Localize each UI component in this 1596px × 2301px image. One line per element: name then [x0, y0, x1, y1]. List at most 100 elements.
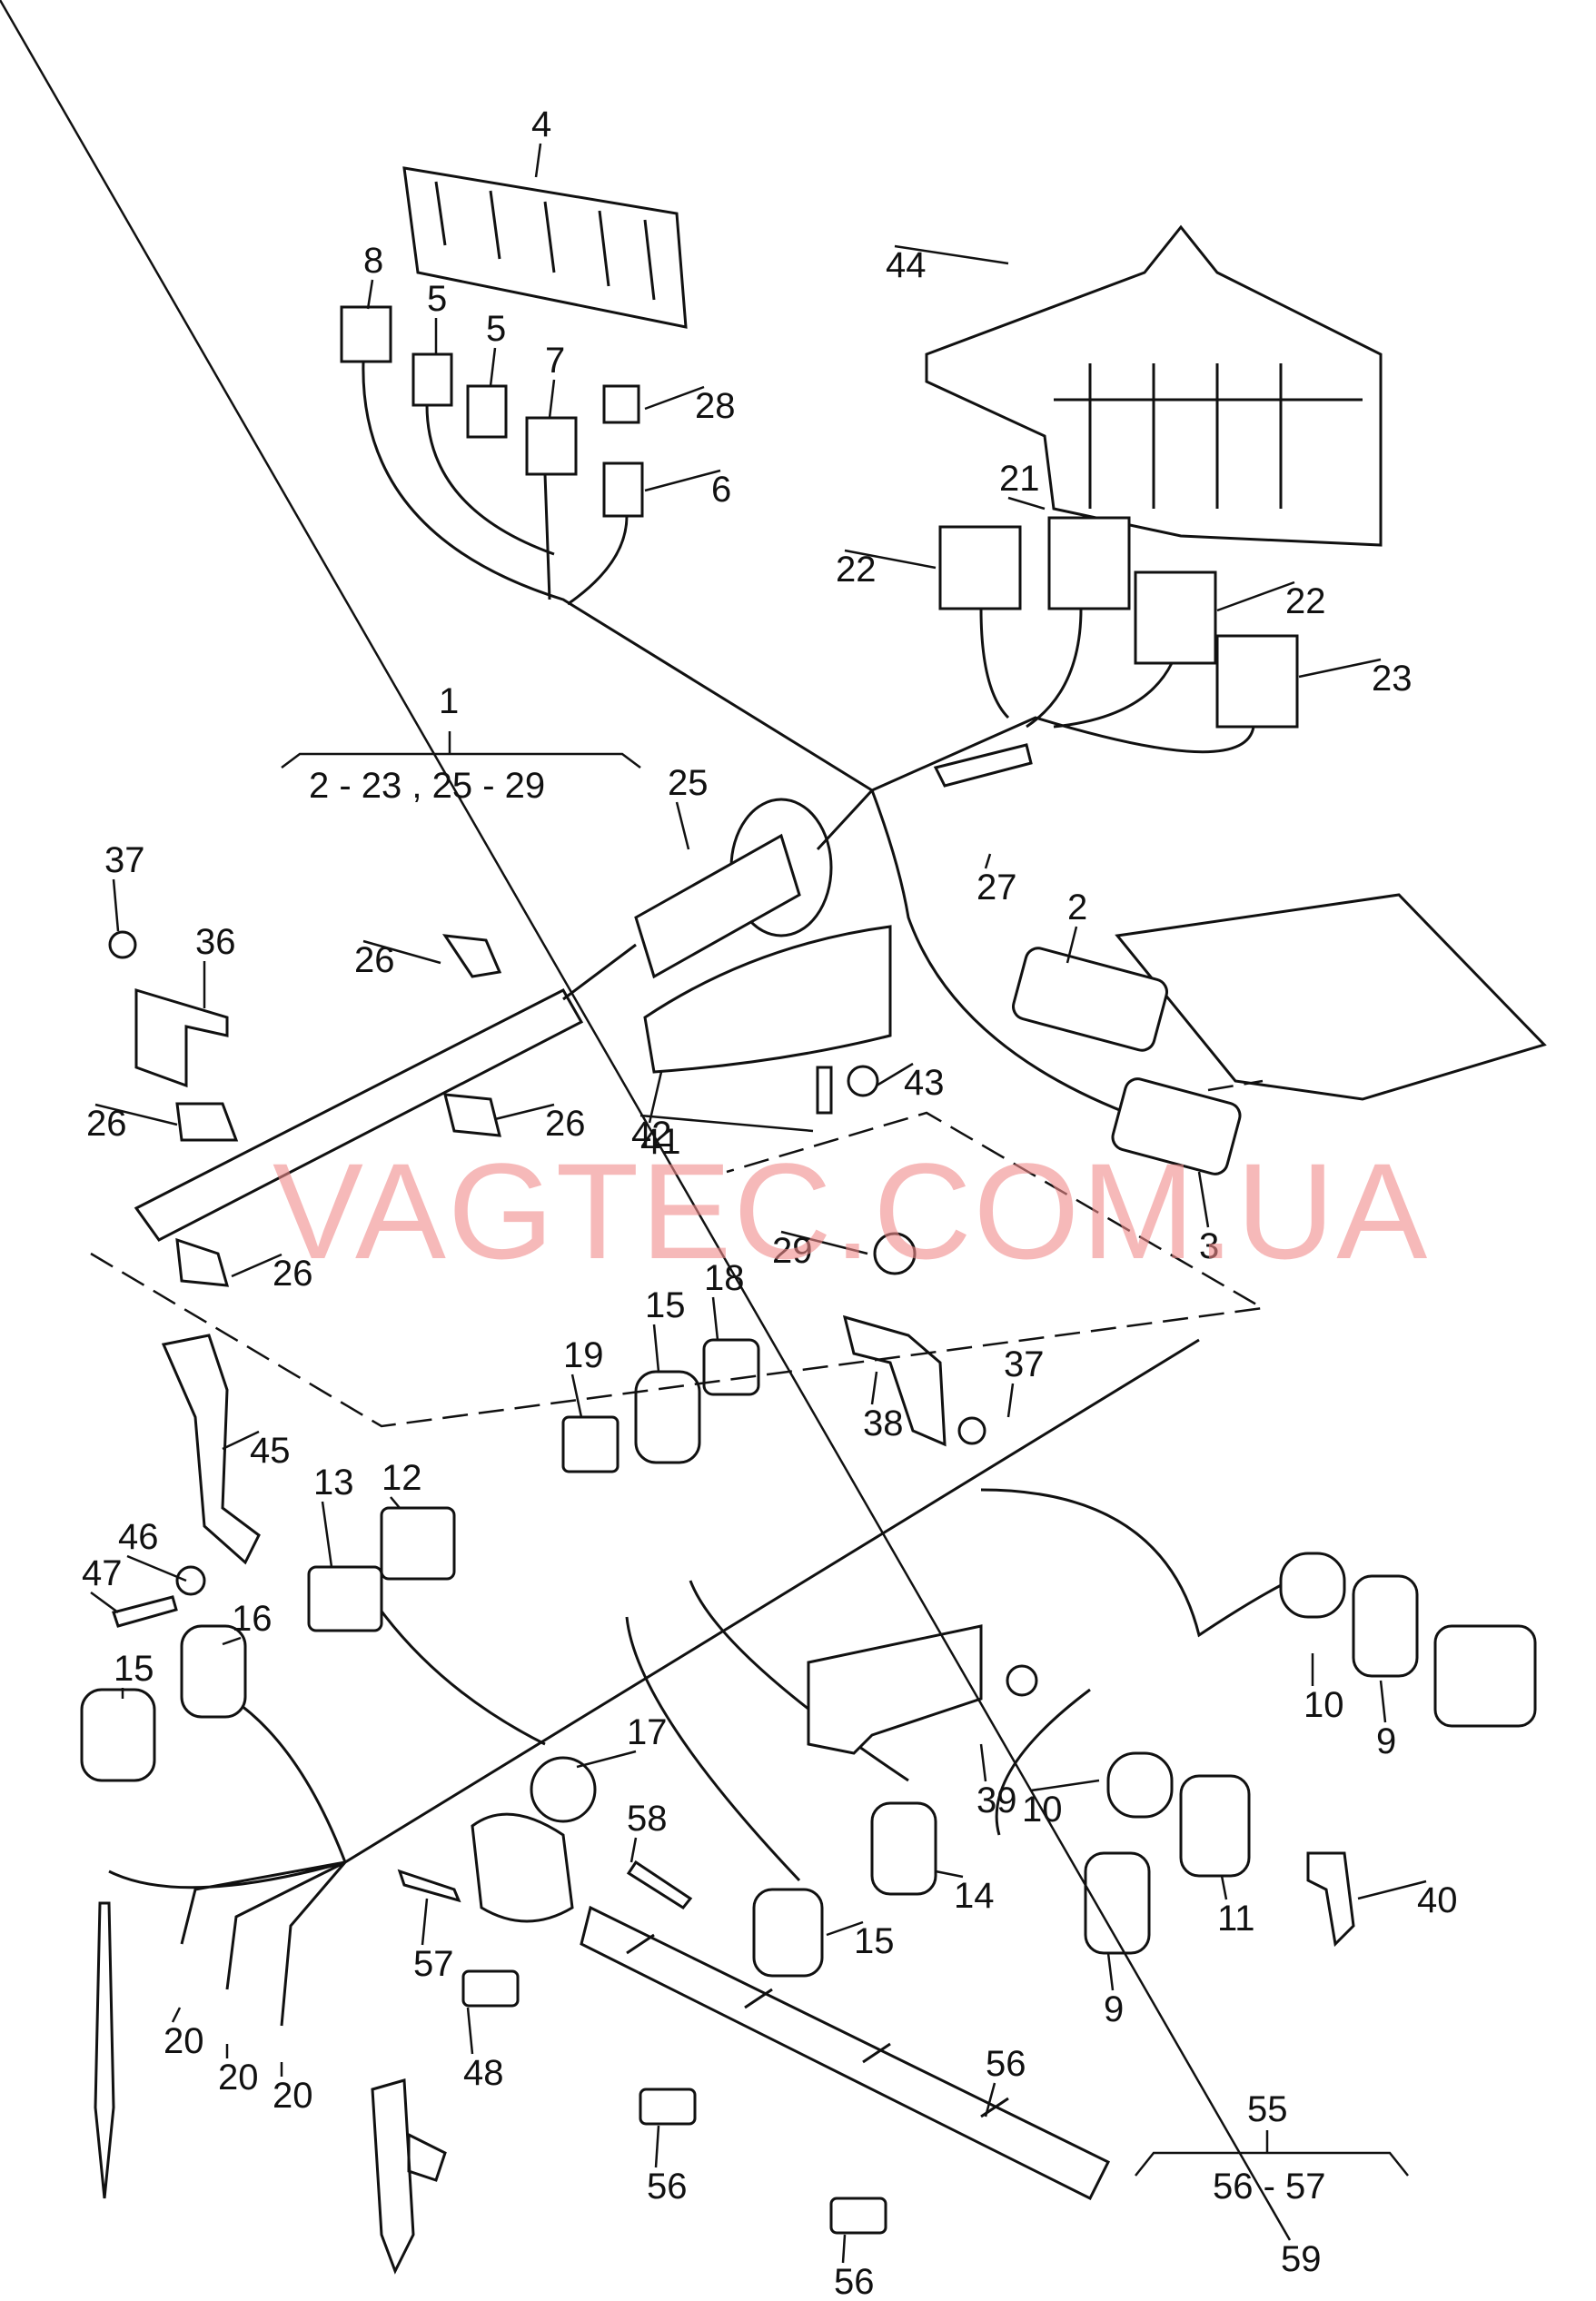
leader-11 — [1220, 1875, 1228, 1900]
clip-26a — [441, 934, 502, 978]
leader-26 — [94, 1103, 178, 1126]
connector-22b — [1134, 570, 1217, 665]
washer-47 — [175, 1565, 206, 1596]
callout-38: 38 — [863, 1403, 904, 1443]
callout-44: 44 — [886, 245, 927, 285]
callout-56: 56 — [986, 2044, 1026, 2084]
leader-5 — [489, 347, 497, 387]
connector-11 — [1179, 1774, 1251, 1878]
callout-39: 39 — [976, 1780, 1017, 1820]
leader-lines — [0, 0, 1427, 2264]
bracket-41 — [1306, 1851, 1355, 1948]
connector-18 — [702, 1338, 760, 1396]
bracket-42 — [643, 925, 892, 1074]
leader-43 — [876, 1062, 914, 1087]
leader-16 — [222, 1636, 242, 1646]
leader-37 — [1006, 1383, 1015, 1418]
leader-4 — [534, 143, 542, 178]
connector-15b — [634, 1370, 701, 1464]
leader-28 — [644, 385, 705, 411]
relay-carrier-4 — [402, 166, 688, 329]
group-1-number: 1 — [439, 681, 459, 721]
callout-58: 58 — [627, 1799, 668, 1839]
connector-8 — [340, 305, 392, 363]
leader-26 — [362, 939, 441, 965]
callout-56: 56 — [834, 2262, 875, 2301]
harness-cable — [562, 788, 1127, 1115]
callout-26: 26 — [273, 1254, 313, 1294]
leader-38 — [870, 1371, 878, 1405]
leader-3 — [1197, 1171, 1210, 1228]
wiring-lower — [108, 1338, 1291, 2027]
leader-20 — [171, 2007, 182, 2023]
ecu-plug-3 — [1111, 1077, 1242, 1175]
leader-15 — [826, 1920, 864, 1937]
injector — [371, 2078, 447, 2275]
leader-13 — [321, 1501, 333, 1568]
leader-9 — [1379, 1680, 1387, 1723]
bolt-48 — [112, 1595, 178, 1628]
callout-25: 25 — [668, 763, 709, 803]
leader-37 — [112, 878, 120, 932]
connector-19 — [561, 1415, 620, 1473]
callout-42: 42 — [631, 1115, 672, 1155]
callout-3: 3 — [1199, 1226, 1219, 1266]
ecu-plug-2 — [1012, 947, 1168, 1052]
clamp-29 — [873, 1232, 917, 1275]
callout-37: 37 — [104, 840, 145, 880]
callout-14: 14 — [954, 1876, 995, 1916]
callout-59: 59 — [1281, 2239, 1322, 2279]
connector-9a — [1352, 1574, 1419, 1678]
callout-47: 47 — [82, 1553, 123, 1593]
callout-4: 4 — [531, 104, 551, 144]
leader-6 — [644, 469, 721, 492]
bolt-59 — [626, 1860, 693, 1909]
callout-7: 7 — [545, 341, 565, 381]
plug-56c — [829, 2197, 887, 2235]
harness-boundary — [90, 1079, 1266, 1428]
bolt-58 — [397, 1869, 461, 1903]
callout-26: 26 — [545, 1104, 586, 1144]
callout-18: 18 — [704, 1258, 745, 1298]
callout-20: 20 — [218, 2058, 259, 2098]
fuse-box-45 — [925, 224, 1383, 547]
connector-9b — [1084, 1851, 1151, 1955]
callout-23: 23 — [1372, 659, 1413, 699]
leader-21 — [1007, 496, 1046, 511]
nut-44 — [847, 1065, 879, 1097]
callout-9: 9 — [1104, 1989, 1124, 2029]
callout-29: 29 — [772, 1231, 813, 1271]
connector-14 — [870, 1801, 937, 1896]
clip-26c — [443, 1093, 501, 1137]
leader-57 — [421, 1898, 429, 1946]
leader-46 — [126, 1554, 187, 1582]
connector-15c — [752, 1888, 824, 1978]
leader-2 — [1066, 926, 1078, 964]
leader-40 — [1357, 1879, 1427, 1900]
group-1-range: 2 - 23 , 25 - 29 — [309, 766, 545, 806]
connector-6 — [602, 461, 644, 518]
connector-7 — [525, 416, 578, 476]
connector-5a — [411, 352, 453, 407]
callout-46: 46 — [118, 1517, 159, 1557]
callout-labels: 2345567899101011121314151515161718192020… — [82, 104, 1458, 2301]
callout-5: 5 — [486, 309, 506, 349]
callout-6: 6 — [711, 470, 731, 510]
callout-36: 36 — [195, 922, 236, 962]
leader-7 — [548, 379, 556, 419]
sensor-socket — [1433, 1624, 1537, 1728]
group-1-bracket — [281, 731, 641, 769]
callout-41: 41 — [640, 1122, 681, 1162]
leader-56 — [841, 2234, 847, 2264]
callout-40: 40 — [1417, 1880, 1458, 1920]
leader-39 — [979, 1743, 987, 1782]
clip-27 — [933, 743, 1033, 788]
connector-23 — [1215, 634, 1299, 729]
connector-12 — [380, 1506, 456, 1581]
plug-56a — [461, 1969, 520, 2008]
nut-39 — [957, 1416, 986, 1445]
callout-10: 10 — [1304, 1685, 1344, 1725]
leader-23 — [1298, 658, 1382, 679]
clip-26b — [175, 1102, 239, 1142]
